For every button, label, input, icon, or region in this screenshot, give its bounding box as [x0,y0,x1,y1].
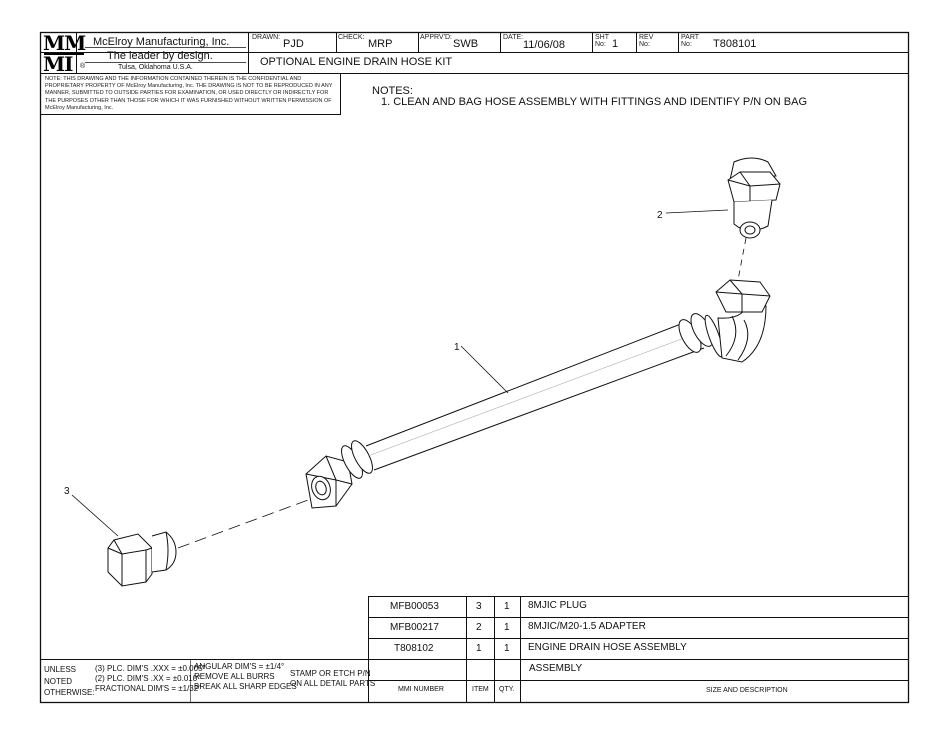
place-tolerances: (3) PLC. DIM'S .XXX = ±0.005" (2) PLC. D… [95,664,206,693]
sheet-value: 1 [612,38,619,50]
bom-header-item: ITEM [472,686,489,693]
bom-item: 2 [476,622,482,633]
drawn-label: DRAWN: [252,34,281,41]
note-item-1: 1. CLEAN AND BAG HOSE ASSEMBLY WITH FITT… [381,96,808,108]
check-label: CHECK: [338,34,365,41]
part-number: T808101 [713,38,757,50]
apprvd-value: SWB [453,38,479,50]
stamp-note: STAMP OR ETCH P/N ON ALL DETAIL PARTS [290,669,376,688]
bom-header-desc: SIZE AND DESCRIPTION [706,687,788,694]
bom-desc: ASSEMBLY [529,663,583,674]
sheet-label: SHT No: [595,34,609,48]
bom-item: 3 [476,601,482,612]
company-name: McElroy Manufacturing, Inc. [93,36,230,48]
check-value: MRP [368,38,393,50]
part-label: PART No: [681,34,699,48]
balloon-3: 3 [64,486,70,497]
registered-icon: ® [80,63,86,70]
bom-mmi: T808102 [394,643,434,654]
bom-qty: 1 [504,622,510,633]
bom-item: 1 [476,643,482,654]
drawing-title: OPTIONAL ENGINE DRAIN HOSE KIT [260,56,453,68]
bom-desc: ENGINE DRAIN HOSE ASSEMBLY [528,642,687,653]
bom-mmi: MFB00217 [390,622,439,633]
company-tagline: The leader by design. [107,50,213,62]
balloon-1: 1 [454,342,460,353]
bom-desc: 8MJIC/M20-1.5 ADAPTER [528,621,646,632]
company-logo: MM MI [43,31,86,76]
bom-desc: 8MJIC PLUG [528,600,587,611]
date-value: 11/06/08 [523,39,566,51]
angular-tolerances: ANGULAR DIM'S = ±1/4° REMOVE ALL BURRS B… [194,662,297,691]
balloon-2: 2 [657,210,663,221]
confidential-note: NOTE: THIS DRAWING AND THE INFORMATION C… [45,76,333,111]
drawn-value: PJD [283,38,304,50]
unless-noted: UNLESS NOTED OTHERWISE: [44,665,95,697]
bom-mmi: MFB00053 [390,601,439,612]
rev-label: REV No: [639,34,654,48]
company-location: Tulsa, Oklahoma U.S.A. [118,64,193,71]
bom-qty: 1 [504,601,510,612]
bom-header-mmi: MMI NUMBER [398,686,444,693]
apprvd-label: APPRV'D: [420,34,452,41]
date-label: DATE: [503,34,524,41]
bom-qty: 1 [504,643,510,654]
notes-heading: NOTES: [372,85,413,97]
bom-header-qty: QTY. [499,686,515,693]
